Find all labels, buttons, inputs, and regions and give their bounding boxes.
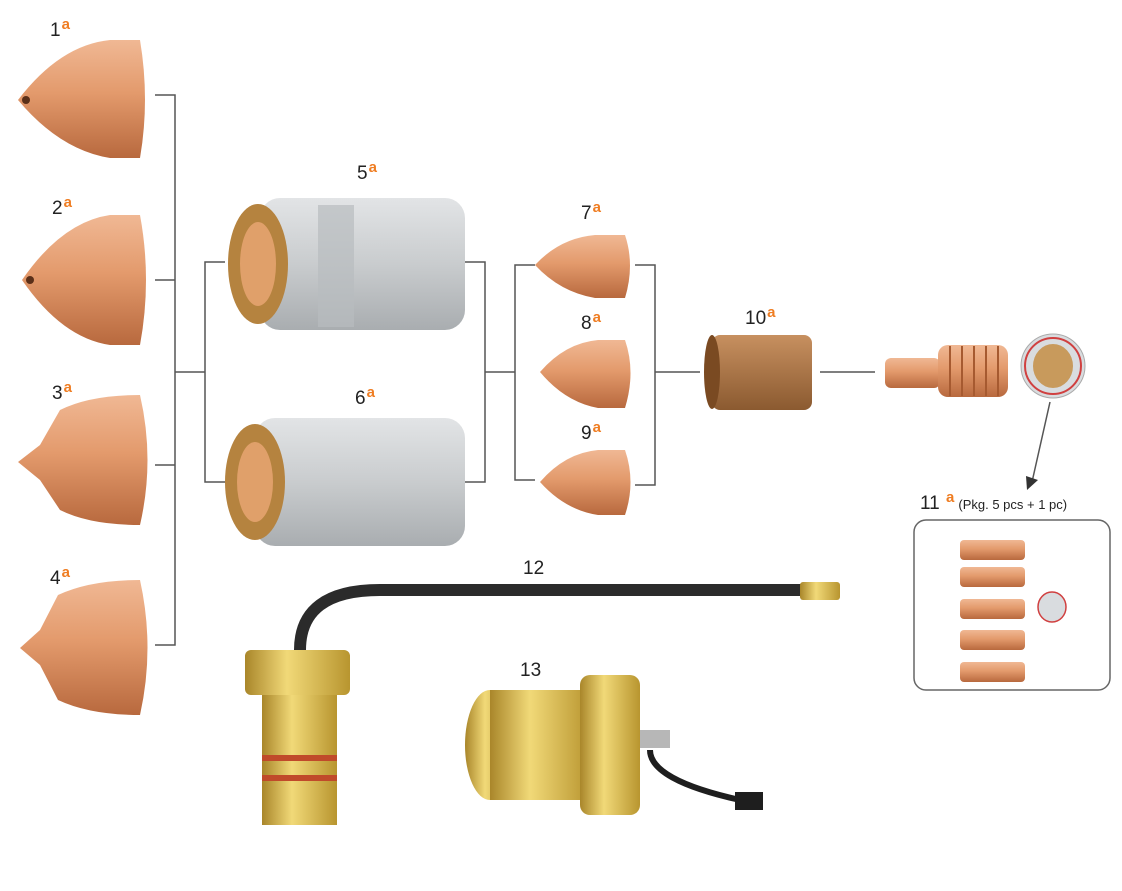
label-part-4: 4a <box>50 564 70 589</box>
label-part-1: 1a <box>50 16 70 41</box>
nozzle-4 <box>20 580 148 715</box>
electrode <box>885 345 1008 397</box>
retaining-cap-5 <box>228 198 465 330</box>
retaining-cap-6 <box>225 418 465 546</box>
label-part-3: 3a <box>52 379 72 404</box>
swirl-ring-10 <box>704 335 812 410</box>
arrow-head-icon <box>1026 476 1038 490</box>
label-part-10: 10a <box>745 304 776 329</box>
label-part-13: 13 <box>520 660 542 681</box>
torch-hose-adapter-12 <box>245 582 840 825</box>
connector-lines <box>155 94 1051 646</box>
adapter-13 <box>465 675 763 815</box>
nozzle-1 <box>18 40 145 158</box>
package-electrodes <box>960 540 1025 682</box>
nozzle-8 <box>540 340 631 408</box>
label-part-6: 6a <box>355 384 375 409</box>
swirl-shield-ring <box>1020 333 1086 399</box>
label-part-7: 7a <box>581 199 601 224</box>
label-part-8: 8a <box>581 309 601 334</box>
nozzle-7 <box>535 235 630 298</box>
label-part-9: 9a <box>581 419 601 444</box>
nozzle-3 <box>18 395 148 525</box>
nozzle-9 <box>540 450 631 515</box>
package-shield-ring <box>1037 591 1067 623</box>
label-part-12: 12 <box>523 558 545 579</box>
label-part-11: 11 a(Pkg. 5 pcs + 1 pc) <box>920 489 1068 514</box>
label-part-2: 2a <box>52 194 72 219</box>
label-part-5: 5a <box>357 159 377 184</box>
nozzle-2 <box>22 215 146 345</box>
